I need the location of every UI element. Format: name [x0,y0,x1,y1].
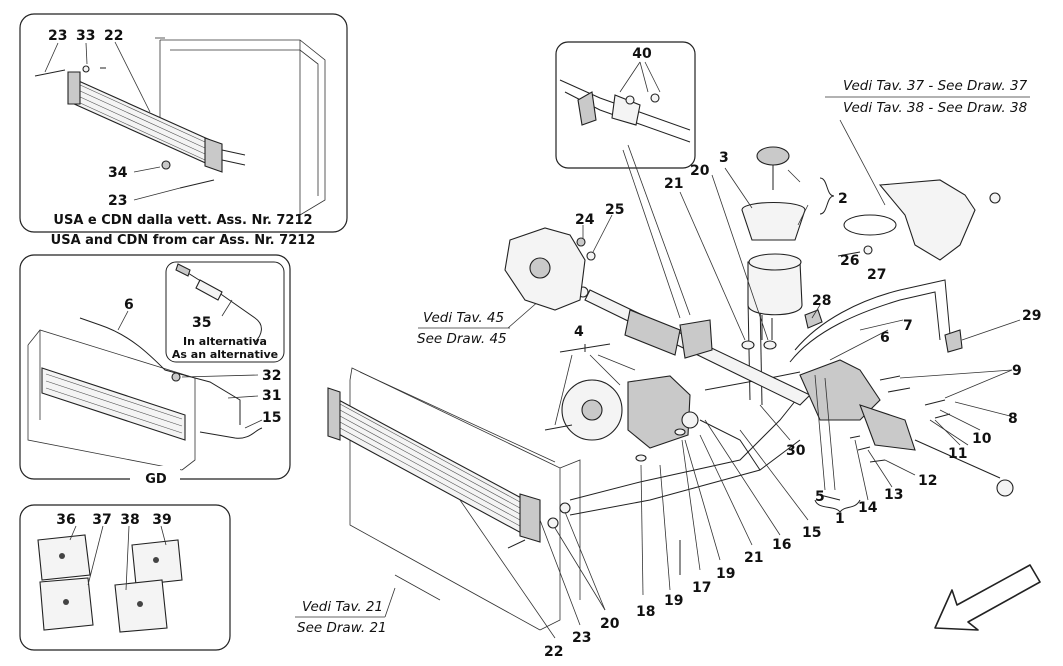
caption-alternative-english: As an alternative [172,348,278,361]
callout-11: 11 [948,446,967,462]
inset-oil-cooler [67,71,246,173]
callout-38: 38 [120,512,139,528]
main-callouts: 3 2 21 20 24 25 4 28 26 27 7 6 29 9 8 10… [544,150,1041,660]
callout-40: 40 [632,46,652,62]
callout-2: 2 [838,191,848,207]
main-oil-cooler [327,387,541,543]
inset-usa-cdn-cooler: 23 33 22 34 23 USA e CDN dalla vett. Ass… [19,13,348,248]
main-hoses [569,279,951,516]
callout-26: 26 [840,253,859,269]
reference-draw-37: Vedi Tav. 37 - See Draw. 37 [843,78,1028,94]
reference-draw-38: Vedi Tav. 38 - See Draw. 38 [843,100,1027,116]
caption-gd: GD [145,472,167,487]
callout-30: 30 [786,443,806,459]
callout-14: 14 [858,500,878,516]
wheel-upright [504,227,586,311]
callout-6-main: 6 [880,330,890,346]
caption-usa-italian: USA e CDN dalla vett. Ass. Nr. 7212 [53,213,312,228]
callout-23-main: 23 [572,630,591,646]
callout-22-main: 22 [544,644,563,660]
inset-clamps: 40 [555,41,696,169]
callout-35: 35 [192,315,211,331]
callout-19b: 19 [664,593,683,609]
callout-29: 29 [1022,308,1041,324]
callout-24: 24 [575,212,595,228]
mounting-bracket [843,179,1001,261]
callout-21: 21 [664,176,683,192]
callout-36: 36 [56,512,75,528]
callout-37: 37 [92,512,111,528]
reference-draw-45-en: See Draw. 45 [417,331,507,347]
callout-3: 3 [719,150,729,166]
callout-34: 34 [108,165,128,181]
fluid-reservoir [741,146,806,340]
callout-20-main: 20 [600,616,620,632]
callout-10: 10 [972,431,992,447]
callout-5: 5 [815,489,825,505]
callout-32: 32 [262,368,281,384]
callout-31: 31 [262,388,281,404]
callout-21-main: 21 [744,550,763,566]
callout-12: 12 [918,473,937,489]
manual-booklet-icon [37,534,183,633]
callout-20: 20 [690,163,710,179]
steering-pump [561,375,699,449]
reference-notes: Vedi Tav. 37 - See Draw. 37 Vedi Tav. 38… [295,78,1030,636]
callout-1: 1 [835,511,845,527]
steering-rack [577,286,1014,497]
reference-draw-21-it: Vedi Tav. 21 [302,599,383,615]
callout-7: 7 [903,318,913,334]
callout-6-gd: 6 [124,297,134,313]
leader-lines [459,144,1021,639]
callout-15-main: 15 [802,525,821,541]
callout-4: 4 [574,324,584,340]
reference-draw-21-en: See Draw. 21 [297,620,387,636]
callout-23b: 23 [108,193,127,209]
callout-18: 18 [636,604,655,620]
caption-usa-english: USA and CDN from car Ass. Nr. 7212 [51,233,316,248]
callout-25: 25 [605,202,624,218]
callout-33: 33 [76,28,95,44]
callout-28: 28 [812,293,831,309]
callout-8: 8 [1008,411,1018,427]
front-direction-arrow-icon [934,564,1041,631]
callout-19-main: 19 [716,566,735,582]
reference-draw-45-it: Vedi Tav. 45 [423,310,504,326]
callout-17: 17 [692,580,711,596]
inset-alternative-hose [175,263,262,343]
callout-15-gd: 15 [262,410,281,426]
callout-9: 9 [1012,363,1022,379]
callout-22: 22 [104,28,123,44]
inset-gd-cooler: 35 In alternativa As an alternative 6 32… [19,254,291,488]
callout-27: 27 [867,267,886,283]
callout-39: 39 [152,512,171,528]
caption-alternative-italian: In alternativa [183,335,267,348]
callout-13: 13 [884,487,903,503]
callout-16: 16 [772,537,791,553]
inset-manuals: 36 37 38 39 [19,504,231,651]
callout-23: 23 [48,28,67,44]
